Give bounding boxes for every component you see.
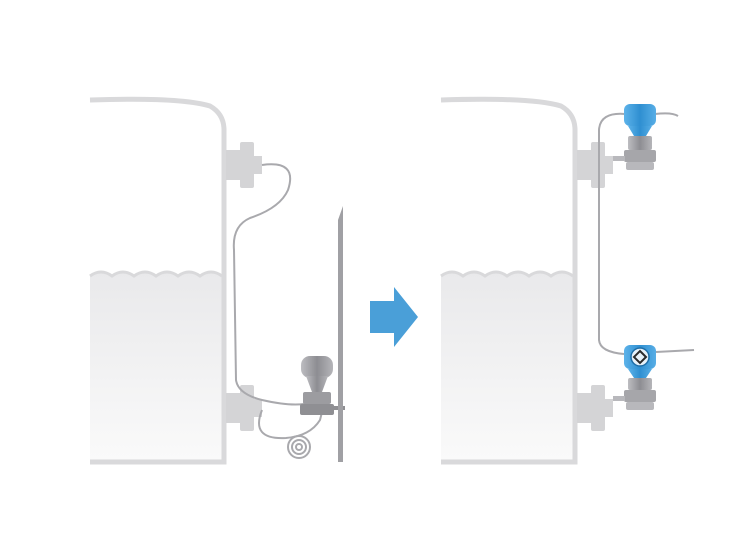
tank-after bbox=[440, 96, 578, 465]
dp-transmitter-before bbox=[300, 356, 345, 415]
upper-flange-after bbox=[577, 142, 613, 188]
display-icon bbox=[630, 347, 650, 367]
lower-flange-after bbox=[577, 385, 613, 431]
top-transmitter bbox=[613, 104, 656, 170]
capillary-coil-before bbox=[287, 435, 311, 459]
tank-before bbox=[89, 96, 227, 465]
capillary-line-before bbox=[232, 163, 323, 440]
after-panel bbox=[440, 96, 695, 465]
upper-flange-before bbox=[226, 142, 262, 188]
liquid-before bbox=[89, 270, 223, 462]
bottom-transmitter bbox=[613, 345, 656, 410]
right-arrow-icon bbox=[370, 287, 418, 347]
liquid-after bbox=[440, 270, 574, 462]
electronic-link-cable bbox=[598, 112, 695, 355]
mounting-wall bbox=[338, 206, 343, 462]
before-panel bbox=[89, 96, 345, 465]
